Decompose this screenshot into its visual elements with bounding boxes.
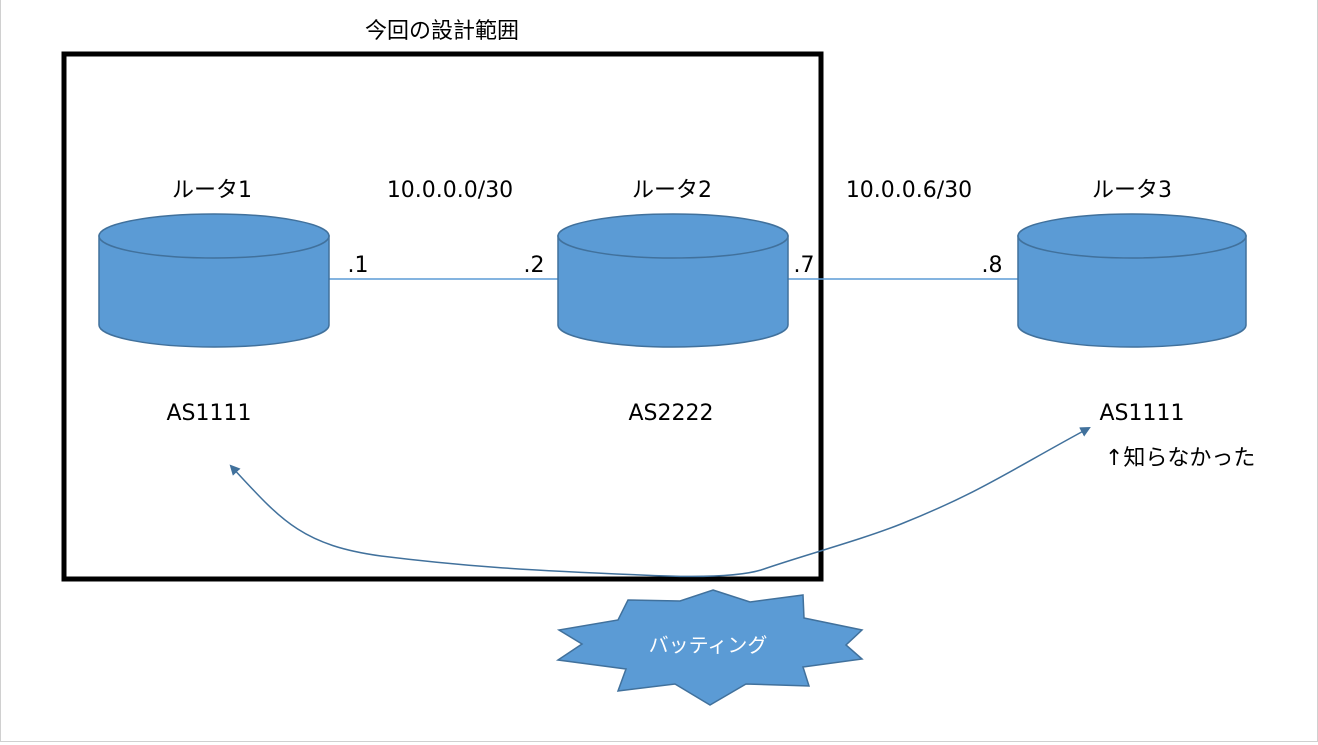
router-1-cylinder-body (98, 235, 330, 348)
router-2-name: ルータ2 (632, 178, 712, 203)
router-3-name: ルータ3 (1092, 178, 1172, 203)
router-1-as: AS1111 (166, 401, 251, 426)
conflict-arrow (229, 427, 1091, 578)
design-scope-frame (61, 51, 824, 582)
note-text: ↑知らなかった (1105, 446, 1255, 471)
router-2-cylinder-body (557, 235, 789, 348)
link-2-ip-router-3: .8 (982, 253, 1003, 278)
conflict-label: バッティング (649, 633, 768, 657)
router-2-as: AS2222 (628, 401, 713, 426)
router-3-cylinder-top (1017, 213, 1247, 259)
link-1-subnet: 10.0.0.0/30 (387, 178, 513, 203)
router-3-cylinder-body (1017, 235, 1247, 348)
link-1-ip-router-2: .2 (524, 253, 545, 278)
router-1 (98, 213, 330, 348)
link-2-ip-router-2: .7 (794, 253, 815, 278)
link-1-ip-router-1: .1 (348, 253, 369, 278)
link-2-subnet: 10.0.0.6/30 (846, 178, 972, 203)
router-3-as: AS1111 (1099, 401, 1184, 426)
conflict-burst (555, 589, 864, 706)
design-scope-label: 今回の設計範囲 (365, 19, 519, 44)
router-1-cylinder-top (98, 213, 330, 259)
router-2-cylinder-top (557, 213, 789, 259)
router-2 (557, 213, 789, 348)
router-3 (1017, 213, 1247, 348)
router-1-name: ルータ1 (172, 178, 252, 203)
